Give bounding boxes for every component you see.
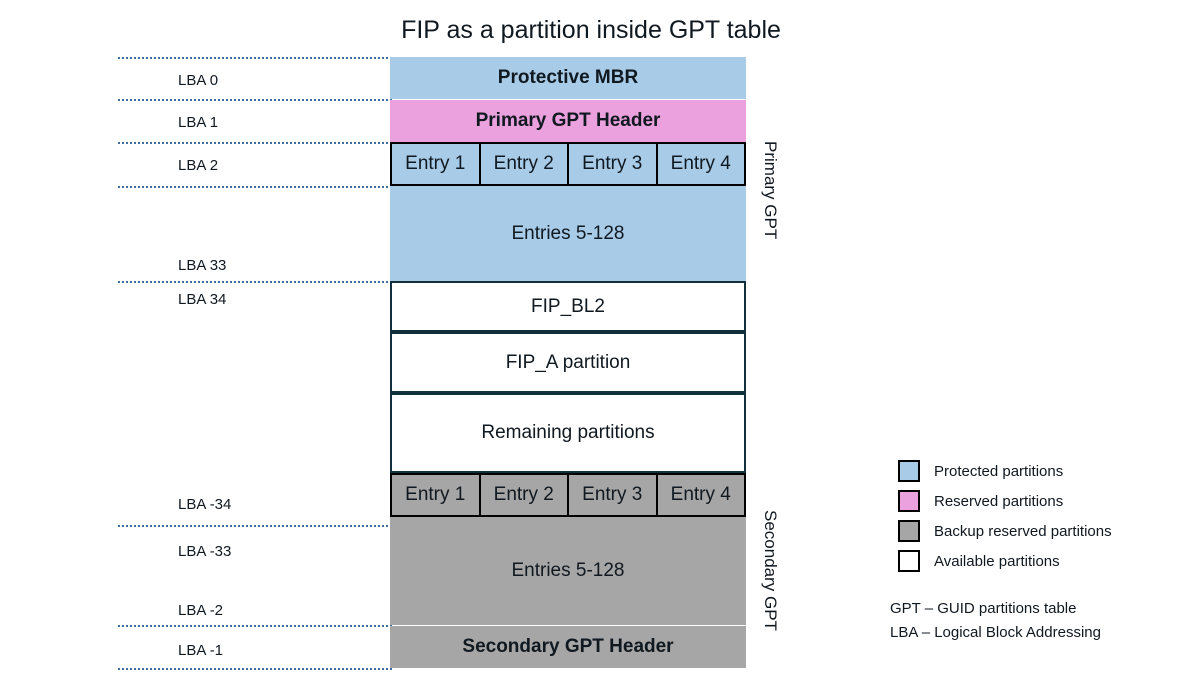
legend-item: Backup reserved partitions	[898, 520, 1168, 542]
secondary-gpt-header: Secondary GPT Header	[390, 626, 746, 668]
gpt-entry-cell: Entry 2	[478, 142, 569, 186]
primary-gpt-label: Primary GPT	[761, 140, 780, 240]
legend-swatch	[898, 490, 920, 512]
leader-line-1	[118, 99, 392, 101]
secondary-entries-5-128: Entries 5-128	[390, 517, 746, 625]
lba-label: LBA 33	[178, 257, 227, 274]
lba-label: LBA 34	[178, 291, 227, 308]
leader-line-5	[118, 525, 392, 527]
fip-bl2: FIP_BL2	[390, 281, 746, 332]
lba-label: LBA 1	[178, 114, 219, 131]
legend-item: Reserved partitions	[898, 490, 1168, 512]
legend-item: Protected partitions	[898, 460, 1168, 482]
gpt-entry-cell: Entry 3	[567, 142, 658, 186]
legend-item: Available partitions	[898, 550, 1168, 572]
page-title: FIP as a partition inside GPT table	[401, 16, 781, 44]
leader-line-4	[118, 281, 392, 283]
abbreviation-row: LBA – Logical Block Addressing	[890, 624, 1101, 641]
primary-entries-5-128: Entries 5-128	[390, 186, 746, 281]
lba-label: LBA -33	[178, 543, 232, 560]
legend-label: Reserved partitions	[934, 492, 1064, 510]
legend-label: Available partitions	[934, 552, 1060, 570]
lba-label: LBA -1	[178, 642, 224, 659]
fip-a-partition: FIP_A partition	[390, 332, 746, 393]
remaining-partitions: Remaining partitions	[390, 393, 746, 473]
legend-label: Backup reserved partitions	[934, 522, 1112, 540]
gpt-entry-cell: Entry 3	[567, 473, 658, 517]
gpt-entry-cell: Entry 2	[478, 473, 569, 517]
lba-label: LBA 2	[178, 157, 219, 174]
legend-swatch	[898, 550, 920, 572]
lba-label: LBA -2	[178, 602, 224, 619]
leader-line-0	[118, 57, 392, 59]
lba-label: LBA -34	[178, 496, 232, 513]
gpt-entry-cell: Entry 4	[655, 473, 746, 517]
protective-mbr: Protective MBR	[390, 57, 746, 99]
leader-line-7	[118, 668, 392, 670]
gpt-entry-cell: Entry 1	[390, 142, 481, 186]
legend-label: Protected partitions	[934, 462, 1064, 480]
legend-swatch	[898, 520, 920, 542]
gpt-entry-cell: Entry 1	[390, 473, 481, 517]
legend-swatch	[898, 460, 920, 482]
primary-gpt-header: Primary GPT Header	[390, 100, 746, 142]
leader-line-6	[118, 625, 392, 627]
lba-label: LBA 0	[178, 72, 219, 89]
secondary-gpt-label: Secondary GPT	[761, 509, 780, 631]
gpt-entry-cell: Entry 4	[655, 142, 746, 186]
leader-line-2	[118, 142, 392, 144]
abbreviation-row: GPT – GUID partitions table	[890, 600, 1077, 617]
leader-line-3	[118, 186, 392, 188]
